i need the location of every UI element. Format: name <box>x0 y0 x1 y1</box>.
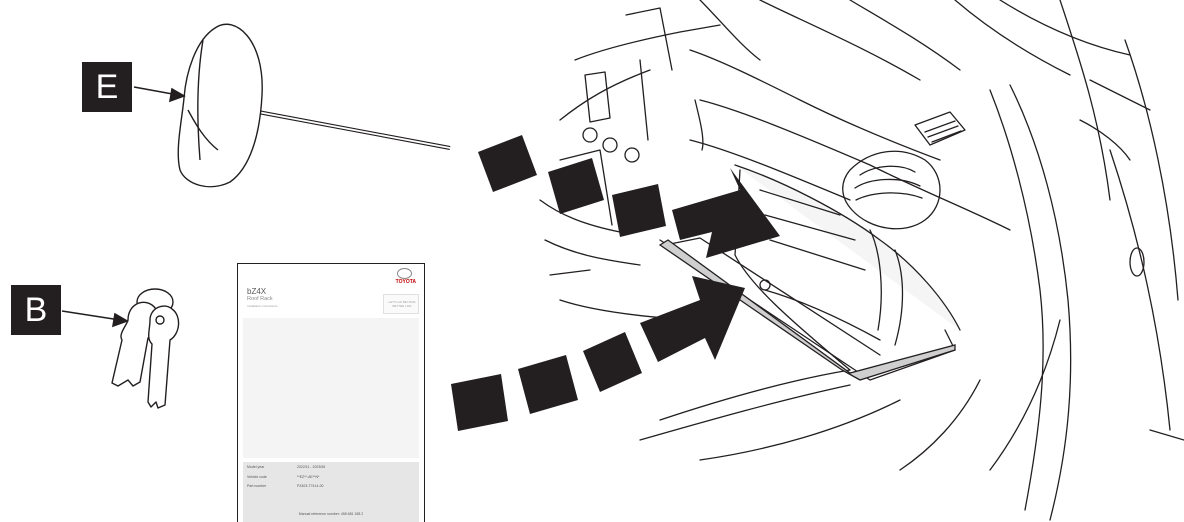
car-interior-illustration <box>540 0 1184 520</box>
label-b: B <box>11 285 61 335</box>
manual-row: Vehicle code**EZ**-AE**N* <box>247 475 417 479</box>
key-pair-icon <box>112 289 179 408</box>
toyota-emblem-icon <box>397 268 412 279</box>
manual-product: Roof Rack <box>247 296 273 302</box>
manual-doc-type: Installation Instructions <box>247 304 278 308</box>
manual-brand: TOYOTA <box>396 279 416 285</box>
manual-reference: Manual reference number: 498 681 158 2 <box>238 512 424 516</box>
manual-cover-image <box>243 318 419 458</box>
leader-arrow-b <box>62 311 127 326</box>
dashed-arrow-lower <box>451 276 745 431</box>
t-handle-key-icon <box>178 24 450 186</box>
manual-model: bZ4X <box>247 287 266 296</box>
label-e: E <box>82 62 132 112</box>
leader-arrow-e <box>134 87 184 101</box>
